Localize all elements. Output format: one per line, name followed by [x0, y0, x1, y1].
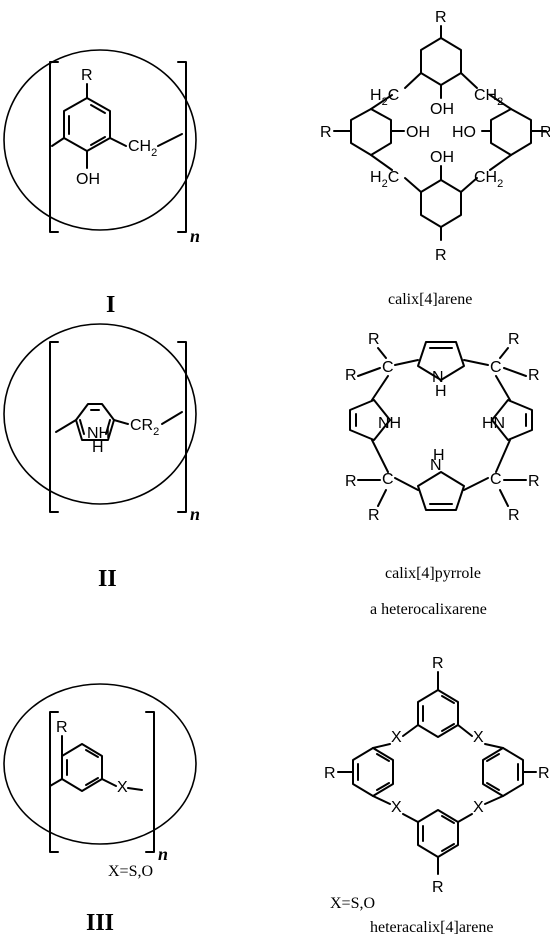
svg-text:R: R	[324, 765, 336, 782]
svg-text:R: R	[435, 9, 447, 26]
structure-calix4arene: R OH R OH R OH R HO H2C CH2 H2C CH2	[320, 9, 550, 264]
caption-calix4pyrrole: calix[4]pyrrole	[385, 565, 481, 582]
svg-text:NH: NH	[87, 425, 110, 442]
svg-text:HO: HO	[452, 124, 476, 141]
svg-text:R: R	[432, 655, 444, 672]
svg-text:R: R	[56, 719, 68, 736]
svg-text:R: R	[540, 124, 550, 141]
svg-text:X: X	[117, 779, 128, 796]
svg-text:X: X	[473, 729, 484, 746]
svg-text:OH: OH	[430, 101, 454, 118]
structure-heteracalix4arene: R R R R X X X X	[324, 655, 550, 896]
svg-text:R: R	[320, 124, 332, 141]
svg-text:HN: HN	[482, 415, 505, 432]
svg-text:CH2: CH2	[474, 169, 503, 190]
repeat-n-II: n	[190, 504, 200, 524]
caption-heterocalixarene: a heterocalixarene	[370, 601, 487, 618]
svg-text:X: X	[473, 799, 484, 816]
substituent-R-label: R	[81, 67, 93, 84]
svg-text:R: R	[345, 473, 357, 490]
caption-heteracalix4arene: heteracalix[4]arene	[370, 919, 493, 936]
svg-text:R: R	[368, 331, 380, 348]
svg-text:H2C: H2C	[370, 87, 399, 108]
svg-text:X: X	[391, 729, 402, 746]
svg-text:R: R	[432, 879, 444, 896]
svg-text:R: R	[345, 367, 357, 384]
svg-text:C: C	[382, 471, 394, 488]
structure-calix4pyrrole: N H N H NH HN C C C C R R R R	[345, 331, 540, 524]
repeat-n-III: n	[158, 844, 168, 864]
repeat-n-I: n	[190, 226, 200, 246]
label-I: I	[106, 292, 115, 318]
svg-text:H: H	[92, 439, 104, 456]
svg-text:H: H	[433, 447, 445, 464]
svg-text:C: C	[382, 359, 394, 376]
svg-text:R: R	[508, 331, 520, 348]
svg-text:X: X	[391, 799, 402, 816]
hydroxyl-label: OH	[76, 171, 100, 188]
methylene-label: CH2	[128, 138, 157, 159]
svg-text:C: C	[490, 359, 502, 376]
svg-text:R: R	[368, 507, 380, 524]
svg-text:N: N	[432, 369, 444, 386]
svg-text:CR2: CR2	[130, 417, 159, 438]
svg-text:CH2: CH2	[474, 87, 503, 108]
svg-text:OH: OH	[406, 124, 430, 141]
svg-text:R: R	[528, 367, 540, 384]
svg-text:R: R	[528, 473, 540, 490]
structure-III-general: R X n	[3, 683, 197, 864]
svg-text:H: H	[435, 383, 447, 400]
caption-x-note: X=S,O	[330, 895, 375, 912]
svg-text:OH: OH	[430, 149, 454, 166]
label-II: II	[98, 566, 117, 592]
svg-text:R: R	[508, 507, 520, 524]
svg-text:N: N	[430, 457, 442, 474]
structure-II-general: NH H CR2 n	[3, 323, 200, 524]
x-note-III: X=S,O	[108, 863, 153, 880]
svg-text:R: R	[435, 247, 447, 264]
structure-I-general: R OH CH2 n	[3, 49, 200, 246]
svg-text:R: R	[538, 765, 550, 782]
svg-text:H2C: H2C	[370, 169, 399, 190]
caption-calix4arene: calix[4]arene	[388, 291, 472, 308]
svg-text:NH: NH	[378, 415, 401, 432]
label-III: III	[86, 910, 114, 936]
svg-text:C: C	[490, 471, 502, 488]
